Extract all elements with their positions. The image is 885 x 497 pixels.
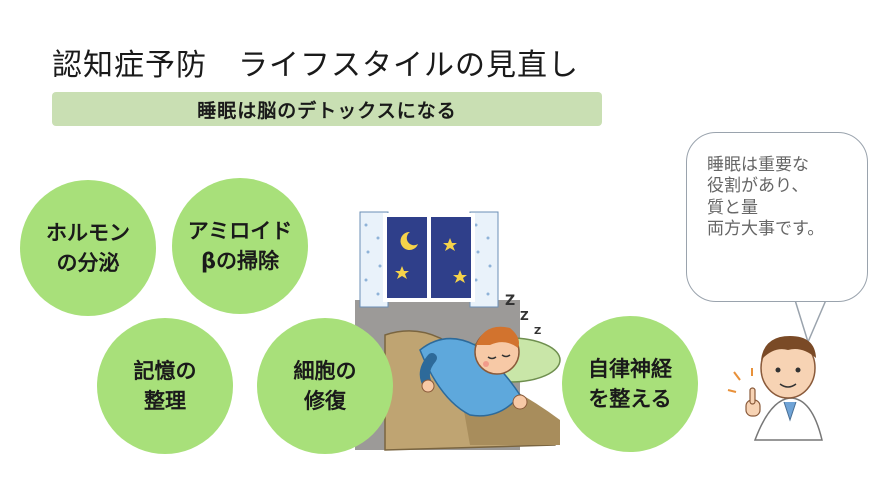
circle-cell-repair: 細胞の 修復 <box>257 318 393 454</box>
svg-text:Z: Z <box>520 309 529 323</box>
circle-amyloid: アミロイド βの掃除 <box>172 178 308 314</box>
circle-hormone: ホルモン の分泌 <box>20 180 156 316</box>
circle-label-line2: 整理 <box>144 389 186 413</box>
circle-label-line1: ホルモン <box>46 220 130 245</box>
circle-label-line2: を整える <box>588 387 672 411</box>
circle-memory: 記憶の 整理 <box>97 318 233 454</box>
bubble-line-2: 役割があり、 <box>707 176 809 197</box>
circle-label-line2: の分泌 <box>56 251 120 275</box>
circle-autonomic: 自律神経 を整える <box>562 316 698 452</box>
bubble-line-1: 睡眠は重要な <box>707 155 809 175</box>
svg-text:Z: Z <box>534 326 541 337</box>
circle-label-line1: 記憶の <box>133 358 197 383</box>
bubble-line-3: 質と量 <box>707 197 758 218</box>
svg-text:Z: Z <box>505 293 515 309</box>
circle-label-line1: アミロイド <box>187 218 293 243</box>
page-title: 認知症予防 ライフスタイルの見直し <box>52 48 579 83</box>
circle-label-line1: 自律神経 <box>588 356 672 381</box>
speech-bubble: 睡眠は重要な 役割があり、 質と量 両方大事です。 <box>686 132 868 302</box>
subtitle-bar: 睡眠は脳のデトックスになる <box>52 92 602 126</box>
bubble-line-4: 両方大事です。 <box>707 218 825 239</box>
circle-label-line2: 修復 <box>304 389 346 413</box>
circle-label-line1: 細胞の <box>293 358 357 383</box>
circle-label-line2: βの掃除 <box>200 249 280 273</box>
